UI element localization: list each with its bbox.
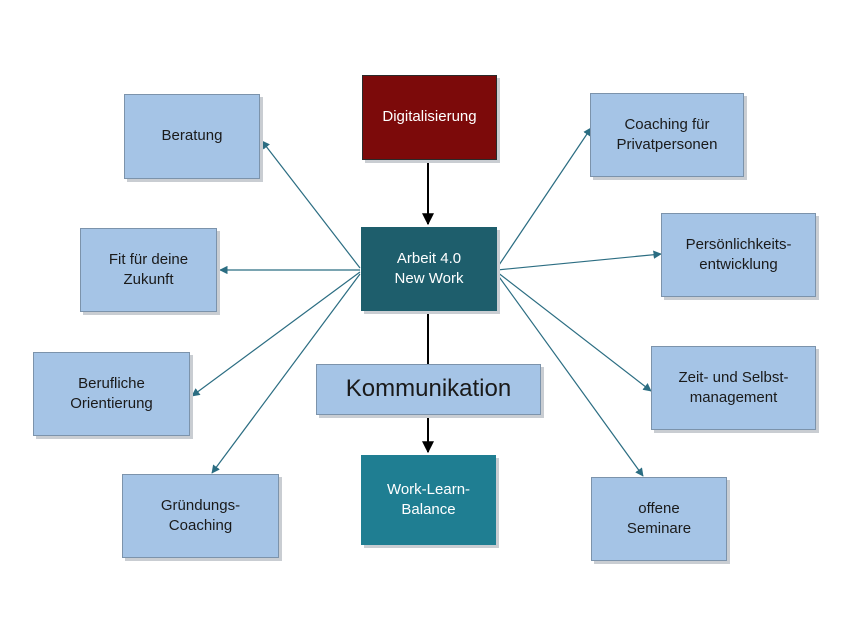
coaching-fuer-privatpersonen-box: Coaching für Privatpersonen [590,93,744,177]
beratung-box: Beratung [124,94,260,179]
connector-to-persoenlichkeitsentwicklung [496,250,662,271]
berufliche-orientierung-box: Berufliche Orientierung [33,352,190,436]
connector-to-zeit-und-selbstmanagement [496,271,652,392]
coaching-fuer-privatpersonen-label: Coaching für Privatpersonen [616,115,718,153]
arbeit-new-work-box: Arbeit 4.0 New Work [361,227,497,311]
gruendungs-coaching-label: Gründungs- Coaching [160,496,241,534]
kommunikation-box: Kommunikation [316,364,541,415]
connector-to-offene-seminare [496,273,644,477]
work-learn-balance-box: Work-Learn- Balance [361,455,496,545]
persoenlichkeitsentwicklung-label: Persönlichkeits- entwicklung [685,235,792,273]
zeit-und-selbstmanagement-box: Zeit- und Selbst- management [651,346,816,430]
connector-to-gruendungs-coaching [211,273,361,474]
offene-seminare-box: offene Seminare [591,477,727,561]
zeit-und-selbstmanagement-label: Zeit- und Selbst- management [678,368,789,406]
gruendungs-coaching-box: Gründungs- Coaching [122,474,279,558]
connector-to-berufliche-orientierung [191,271,361,397]
fit-fuer-deine-zukunft-label: Fit für deine Zukunft [108,250,189,288]
fit-fuer-deine-zukunft-box: Fit für deine Zukunft [80,228,217,312]
work-learn-balance-label: Work-Learn- Balance [386,480,471,518]
digitalisierung-box: Digitalisierung [362,75,497,160]
digitalisierung-label: Digitalisierung [382,108,477,126]
offene-seminare-label: offene Seminare [626,499,692,537]
persoenlichkeitsentwicklung-box: Persönlichkeits- entwicklung [661,213,816,297]
connector-to-coaching-fuer-privatpersonen [496,127,592,269]
arbeit-new-work-label: Arbeit 4.0 New Work [394,249,464,287]
kommunikation-label: Kommunikation [345,375,512,403]
connector-to-beratung [261,140,361,269]
berufliche-orientierung-label: Berufliche Orientierung [70,374,153,412]
beratung-label: Beratung [161,127,223,145]
